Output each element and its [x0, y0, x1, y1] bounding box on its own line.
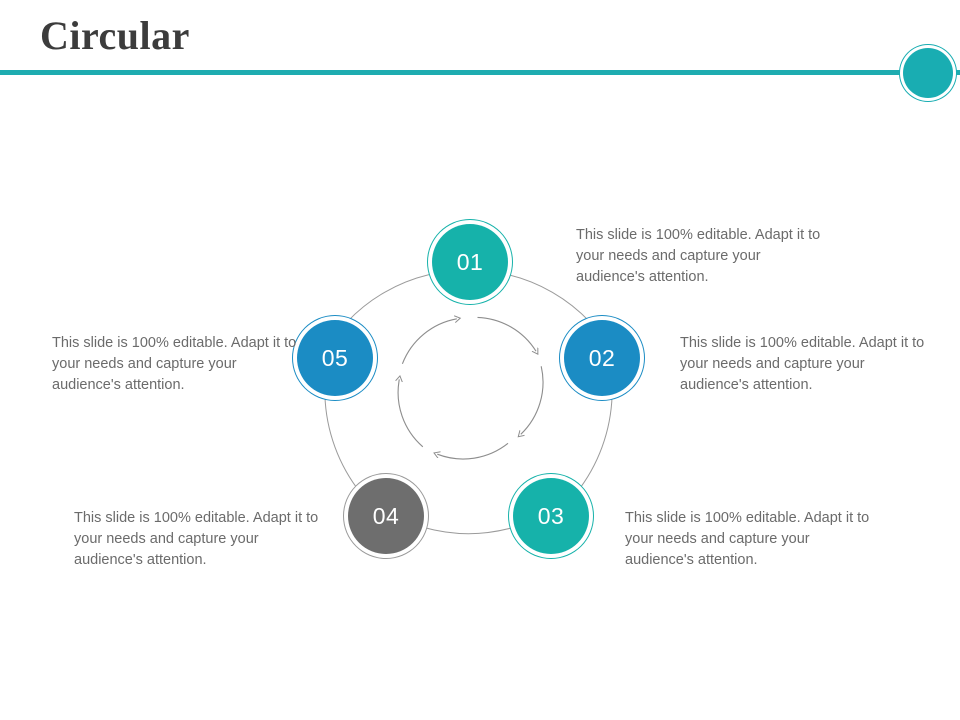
cycle-description-04: This slide is 100% editable. Adapt it to… — [74, 510, 319, 568]
cycle-description-02: This slide is 100% editable. Adapt it to… — [680, 335, 925, 393]
header-divider-rule — [0, 70, 960, 75]
accent-dot-icon — [903, 48, 953, 98]
cycle-description-03: This slide is 100% editable. Adapt it to… — [625, 510, 870, 568]
page-title: Circular — [40, 13, 190, 58]
outer-connector-ring — [324, 274, 613, 535]
cycle-node-02-label: 02 — [588, 344, 616, 371]
cycle-description-05: This slide is 100% editable. Adapt it to… — [52, 335, 297, 393]
cycle-node-03-label: 03 — [537, 502, 565, 529]
cycle-node-04-label: 04 — [372, 502, 400, 529]
cycle-node-03[interactable]: 03 — [513, 478, 589, 554]
inner-arrow-ring — [398, 317, 544, 460]
cycle-node-05-label: 05 — [321, 344, 349, 371]
cycle-node-04[interactable]: 04 — [348, 478, 424, 554]
cycle-node-02[interactable]: 02 — [564, 320, 640, 396]
cycle-rings-graphic — [324, 274, 613, 535]
cycle-node-05[interactable]: 05 — [297, 320, 373, 396]
cycle-description-01: This slide is 100% editable. Adapt it to… — [576, 227, 821, 285]
cycle-node-01-label: 01 — [456, 248, 484, 275]
circular-cycle-diagram: 01 02 03 04 05 This slide is 100% editab… — [0, 90, 960, 720]
cycle-node-01[interactable]: 01 — [432, 224, 508, 300]
